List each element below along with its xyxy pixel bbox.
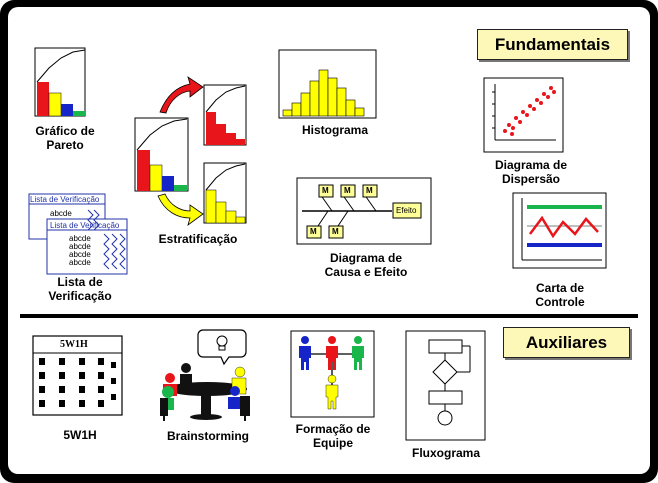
- 5w1h-building-title: 5W1H: [60, 339, 88, 350]
- checklist-icon: [28, 193, 128, 275]
- label-estratificacao: Estratificação: [158, 232, 238, 246]
- label-histograma: Histograma: [301, 123, 369, 137]
- control-chart-icon: [512, 192, 607, 269]
- team-formation-icon: [290, 330, 375, 418]
- fishbone-cause-box-5: M: [332, 227, 339, 236]
- 5w1h-building-icon: [32, 335, 123, 416]
- label-brainstorming: Brainstorming: [166, 429, 249, 443]
- section-badge-auxiliares: Auxiliares: [503, 327, 630, 358]
- fishbone-cause-box-3: M: [366, 186, 373, 195]
- brainstorming-icon: [160, 329, 250, 421]
- label-fluxograma: Fluxograma: [411, 446, 480, 460]
- section-badge-fundamentais: Fundamentais: [477, 29, 628, 60]
- fishbone-cause-box-1: M: [322, 186, 329, 195]
- fishbone-diagram-icon: [296, 177, 432, 245]
- checklist-front-row-3: abcde: [69, 250, 91, 259]
- flowchart-icon: [405, 330, 486, 441]
- stratification-chart-icon: [134, 76, 247, 227]
- scatter-plot-icon: [483, 77, 564, 153]
- checklist-front-row-1: abcde: [69, 234, 91, 243]
- fishbone-cause-box-4: M: [310, 227, 317, 236]
- checklist-front-row-4: abcde: [69, 258, 91, 267]
- section-divider: [20, 314, 638, 318]
- label-5w1h: 5W1H: [63, 428, 97, 442]
- histogram-icon: [278, 49, 377, 119]
- pareto-chart-icon: [34, 47, 86, 117]
- checklist-back-title: Lista de Verificação: [30, 195, 100, 204]
- checklist-front-title: Lista de Verificação: [50, 221, 120, 230]
- checklist-back-row: abcde: [50, 209, 72, 218]
- fishbone-cause-box-2: M: [344, 186, 351, 195]
- checklist-front-row-2: abcde: [69, 242, 91, 251]
- fishbone-effect-box: Efeito: [396, 206, 417, 215]
